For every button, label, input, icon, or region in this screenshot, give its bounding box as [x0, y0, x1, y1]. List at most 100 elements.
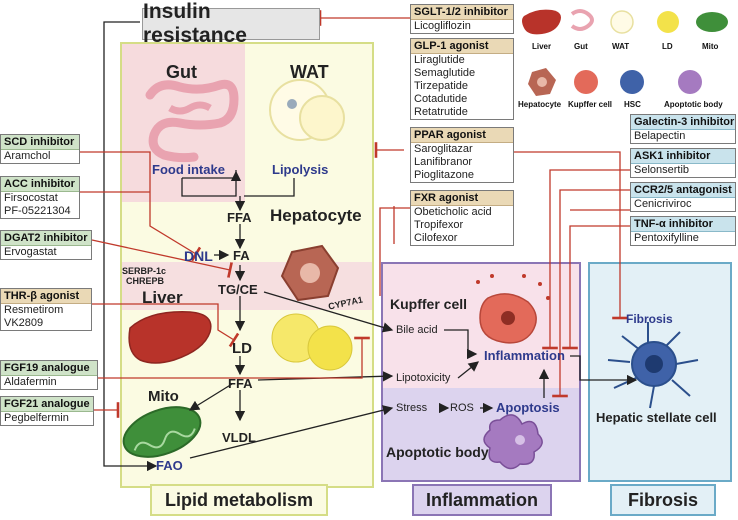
drug-item: Aldafermin: [4, 376, 57, 388]
legend-gut: Gut: [574, 42, 588, 51]
legend-wat: WAT: [612, 42, 630, 51]
drug-item: Saroglitazar: [414, 143, 473, 155]
liver-illustration: [128, 311, 212, 364]
lipolysis-node: Lipolysis: [272, 162, 329, 177]
fa-node: FA: [233, 248, 250, 263]
gut-illustration: [145, 79, 239, 163]
inflammation-node: Inflammation: [484, 348, 565, 363]
chrebp-label: CHREPB: [126, 276, 165, 286]
drug-header: FGF19 analogue: [1, 361, 97, 376]
wat-label: WAT: [290, 62, 329, 82]
drug-item: Pioglitazone: [414, 169, 474, 181]
legend-kupffer: Kupffer cell: [568, 100, 613, 109]
drug-box-fgf19: FGF19 analogue Aldafermin: [0, 360, 98, 390]
liver-label: Liver: [142, 288, 183, 307]
kupffer-illustration: [476, 274, 550, 344]
legend-hsc: HSC: [624, 100, 641, 109]
apoptosis-node: Apoptosis: [496, 400, 560, 415]
stress-node: Stress: [396, 402, 428, 414]
drug-item: Liraglutide: [414, 54, 465, 66]
drug-header: FXR agonist: [411, 191, 513, 206]
drug-item: Selonsertib: [634, 164, 690, 176]
drug-box-thr: THR-β agonist Resmetirom VK2809: [0, 288, 92, 331]
apoptotic-body-label: Apoptotic body: [386, 444, 489, 460]
drug-box-acc: ACC inhibitor Firsocostat PF-05221304: [0, 176, 80, 219]
drug-box-ppar: PPAR agonist Saroglitazar Lanifibranor P…: [410, 127, 514, 183]
srebp-label: SERBP-1c: [122, 266, 167, 276]
bile-acid-node: Bile acid: [396, 324, 438, 336]
drug-header: TNF-α inhibitor: [631, 217, 735, 232]
lipid-metabolism-label: Lipid metabolism: [150, 484, 328, 516]
drug-box-dgat2: DGAT2 inhibitor Ervogastat: [0, 230, 92, 260]
drug-header: SCD inhibitor: [1, 135, 79, 150]
hepatocyte-illustration: [280, 244, 340, 302]
drug-item: Pegbelfermin: [4, 412, 69, 424]
drug-header: PPAR agonist: [411, 128, 513, 143]
ffa-top-node: FFA: [227, 210, 252, 225]
drug-header: FGF21 analogue: [1, 397, 93, 412]
drug-item: Cenicriviroc: [634, 198, 692, 210]
legend-mito: Mito: [702, 42, 719, 51]
lipotoxicity-node: Lipotoxicity: [396, 372, 451, 384]
drug-header: SGLT-1/2 inhibitor: [411, 5, 513, 20]
apoptotic-body-illustration: [483, 414, 543, 470]
drug-item: Aramchol: [4, 150, 51, 162]
legend-hepatocyte: Hepatocyte: [518, 100, 562, 109]
legend-ld: LD: [662, 42, 673, 51]
drug-item: Cilofexor: [414, 232, 458, 244]
drug-box-scd: SCD inhibitor Aramchol: [0, 134, 80, 164]
lipid-droplet-illustration: [271, 313, 353, 371]
dnl-node: DNL: [184, 248, 213, 264]
drug-item: Resmetirom: [4, 304, 64, 316]
drug-item: Pentoxifylline: [634, 232, 699, 244]
drug-box-tnf: TNF-α inhibitor Pentoxifylline: [630, 216, 736, 246]
legend-icons: [522, 9, 728, 96]
fibrosis-region: [588, 262, 732, 482]
drug-item: Lanifibranor: [414, 156, 473, 168]
drug-box-sglt: SGLT-1/2 inhibitor Licogliflozin: [410, 4, 514, 34]
drug-box-galectin: Galectin-3 inhibitor Belapectin: [630, 114, 736, 144]
insulin-resistance-title: Insulin resistance: [142, 0, 320, 47]
mito-label: Mito: [148, 388, 179, 405]
drug-box-ccr: CCR2/5 antagonist Cenicriviroc: [630, 182, 736, 212]
hsc-label: Hepatic stellate cell: [596, 410, 717, 425]
drug-item: Tropifexor: [414, 219, 464, 231]
tgce-node: TG/CE: [218, 282, 258, 297]
fibrosis-label: Fibrosis: [610, 484, 716, 516]
fibrosis-node: Fibrosis: [626, 312, 673, 326]
drug-header: ASK1 inhibitor: [631, 149, 735, 164]
ffa-bottom-node: FFA: [228, 376, 253, 391]
drug-box-glp1: GLP-1 agonist Liraglutide Semaglutide Ti…: [410, 38, 514, 120]
drug-header: THR-β agonist: [1, 289, 91, 304]
drug-item: Belapectin: [634, 130, 686, 142]
drug-box-ask1: ASK1 inhibitor Selonsertib: [630, 148, 736, 178]
food-intake-node: Food intake: [152, 162, 225, 177]
vldl-node: VLDL: [222, 430, 256, 445]
drug-box-fgf21: FGF21 analogue Pegbelfermin: [0, 396, 94, 426]
drug-item: Obeticholic acid: [414, 206, 492, 218]
drug-header: Galectin-3 inhibitor: [631, 115, 735, 130]
legend-liver: Liver: [532, 42, 552, 51]
drug-item: Semaglutide: [414, 67, 476, 79]
drug-item: Firsocostat: [4, 192, 58, 204]
hepatocyte-label: Hepatocyte: [270, 206, 362, 225]
gut-label: Gut: [166, 62, 197, 82]
drug-item: Cotadutide: [414, 93, 468, 105]
inflammation-label: Inflammation: [412, 484, 552, 516]
mito-illustration: [122, 406, 202, 458]
drug-item: Tirzepatide: [414, 80, 469, 92]
drug-header: ACC inhibitor: [1, 177, 79, 192]
apoptosis-region: [383, 388, 579, 480]
drug-item: VK2809: [4, 317, 44, 329]
legend-apoptotic-body: Apoptotic body: [664, 100, 723, 109]
kupffer-label: Kupffer cell: [390, 296, 468, 312]
drug-box-fxr: FXR agonist Obeticholic acid Tropifexor …: [410, 190, 514, 246]
drug-header: DGAT2 inhibitor: [1, 231, 91, 246]
drug-item: Retatrutide: [414, 106, 468, 118]
wat-illustration: [269, 79, 345, 141]
hsc-illustration: [607, 322, 699, 409]
drug-header: CCR2/5 antagonist: [631, 183, 735, 198]
drug-item: Ervogastat: [4, 246, 57, 258]
fao-node: FAO: [156, 458, 183, 473]
